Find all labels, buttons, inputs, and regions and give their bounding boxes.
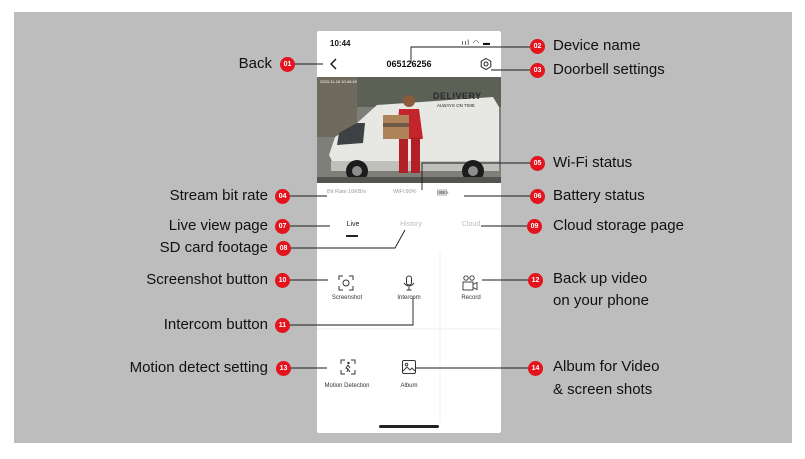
status-time: 10:44: [330, 39, 351, 48]
callout-label-album-line2: & screen shots: [553, 381, 653, 398]
callout-label-intercom-button: Intercom button: [163, 316, 268, 333]
screenshot-label: Screenshot: [331, 295, 363, 301]
bit-rate-label: Bit Rate:16KB/s: [327, 189, 366, 195]
callout-badge-05: 05: [530, 156, 545, 171]
callout-badge-09: 09: [527, 219, 542, 234]
album-icon[interactable]: [401, 359, 417, 375]
phone-screen: 10:44 ııl ◠ ▬ 065126256: [317, 31, 501, 433]
callout-badge-14: 14: [528, 361, 543, 376]
screenshot-icon[interactable]: [338, 275, 354, 291]
home-indicator: [379, 425, 439, 428]
callout-badge-11: 11: [275, 318, 290, 333]
intercom-label: Intercom: [397, 295, 421, 301]
tab-cloud[interactable]: Cloud: [461, 221, 481, 228]
callout-label-live-view-page: Live view page: [168, 217, 268, 234]
microphone-icon[interactable]: [401, 275, 417, 291]
record-camera-icon[interactable]: [462, 275, 478, 291]
callout-label-stream-bit-rate: Stream bit rate: [169, 187, 268, 204]
callout-badge-08: 08: [276, 241, 291, 256]
van-lettering-sub: ALWAYS ON TIME: [437, 103, 475, 108]
callout-label-doorbell-settings: Doorbell settings: [553, 61, 665, 78]
callout-label-motion-detect-setting: Motion detect setting: [129, 359, 268, 376]
tab-history[interactable]: History: [400, 221, 422, 228]
callout-label-back: Back: [238, 55, 272, 72]
settings-gear-icon[interactable]: [479, 57, 493, 71]
callout-badge-13: 13: [276, 361, 291, 376]
album-label: Album: [400, 383, 418, 389]
callout-badge-01: 01: [280, 57, 295, 72]
live-video-feed[interactable]: 2023-11-16 10:44:49 DELIVERY ALWAYS ON T…: [317, 77, 501, 183]
back-arrow-icon[interactable]: [327, 57, 341, 71]
record-label: Record: [461, 295, 481, 301]
tab-active-indicator: [346, 235, 358, 237]
wifi-status-label: WiFi:90%: [393, 189, 417, 195]
video-timestamp: 2023-11-16 10:44:49: [320, 79, 357, 84]
callout-label-battery-status: Battery status: [553, 187, 645, 204]
callout-badge-10: 10: [275, 273, 290, 288]
callout-label-back-up-video: Back up video: [553, 270, 648, 287]
callout-badge-03: 03: [530, 63, 545, 78]
system-status-icons: ııl ◠ ▬: [461, 40, 491, 47]
callout-badge-12: 12: [528, 273, 543, 288]
callout-label-sd-card-footage: SD card footage: [159, 239, 268, 256]
callout-label-screenshot-button: Screenshot button: [146, 271, 268, 288]
tab-live[interactable]: Live: [346, 221, 360, 228]
motion-detection-label: Motion Detection: [324, 383, 370, 389]
callout-label-wifi-status: Wi-Fi status: [553, 154, 633, 171]
callout-badge-07: 07: [275, 219, 290, 234]
device-name: 065126256: [386, 59, 432, 69]
callout-badge-06: 06: [530, 189, 545, 204]
callout-badge-04: 04: [275, 189, 290, 204]
battery-icon: [437, 189, 449, 196]
callout-label-back-up-video-line2: on your phone: [553, 292, 649, 309]
van-lettering: DELIVERY: [433, 91, 482, 101]
motion-detection-icon[interactable]: [340, 359, 356, 375]
callout-label-device-name: Device name: [553, 37, 641, 54]
callout-label-cloud-storage-page: Cloud storage page: [553, 217, 684, 234]
callout-badge-02: 02: [530, 39, 545, 54]
function-grid-lines: [317, 253, 501, 423]
callout-label-album: Album for Video: [553, 358, 660, 375]
